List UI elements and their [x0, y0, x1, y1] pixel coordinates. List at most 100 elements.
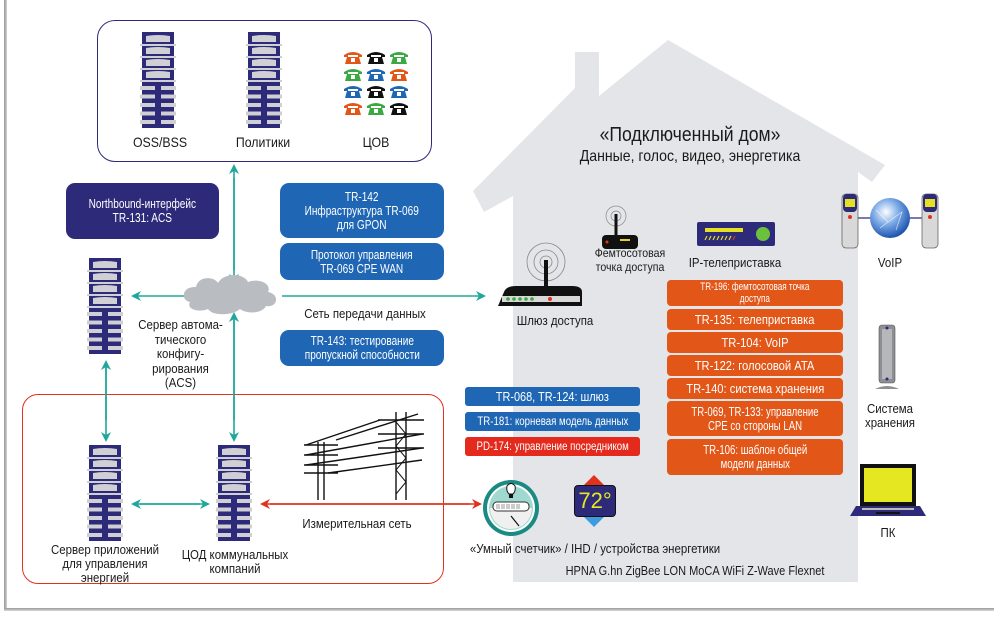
tr122-box: TR-122: голосовой ATA [667, 355, 843, 376]
thermostat-down-arrow [584, 517, 604, 527]
operator-frame [97, 20, 432, 162]
server-rack-icon [216, 445, 252, 541]
tr104-box: TR-104: VoIP [667, 332, 843, 353]
storage-label: Система хранения [850, 402, 929, 430]
voip-label: VoIP [877, 255, 903, 270]
thermostat-up-arrow [584, 475, 604, 485]
tr196-line: доступа [739, 293, 771, 305]
voip-icon [841, 193, 939, 249]
tr142-line: для GPON [337, 216, 387, 232]
storage-icon [875, 324, 899, 389]
pc-label: ПК [880, 525, 896, 540]
server-rack-icon [140, 32, 176, 128]
tr140-label: TR-140: система хранения [685, 380, 825, 396]
cov-label: ЦОВ [362, 134, 390, 150]
server-rack-icon [87, 258, 123, 354]
tr181-label: TR-181: корневая модель данных [477, 415, 628, 428]
tr069-line: CPE со стороны LAN [707, 417, 803, 433]
gateway-label: Шлюз доступа [516, 313, 594, 328]
tr142-line: Инфраструктура TR-069 [304, 202, 420, 218]
storage-line: хранения [864, 415, 916, 430]
pd174-box: PD-174: управление посредником [465, 437, 640, 456]
telephone-icon [344, 52, 362, 64]
tr135-label: TR-135: телеприставка [695, 311, 815, 327]
metering-network-label: Измерительная сеть [302, 516, 412, 531]
thermostat-display: 72° [574, 485, 616, 517]
femtocell-line: точка доступа [595, 260, 665, 274]
tr196-line: TR-196: фемтосотовая точка [700, 281, 810, 293]
access-gateway-icon [498, 242, 582, 306]
northbound-line1: Northbound-интерфейс [88, 196, 197, 211]
energy-server-line: Сервер приложений [51, 542, 159, 557]
house-title: «Подключенный дом» [599, 124, 781, 146]
tr181-box: TR-181: корневая модель данных [465, 412, 640, 431]
ip-stb-icon [697, 222, 775, 246]
acs-line: тического [154, 331, 207, 347]
utility-dc-label: ЦОД коммунальных компаний [178, 548, 292, 576]
thermostat-icon: 72° [570, 475, 620, 535]
tr106-line: модели данных [720, 456, 790, 471]
energy-server-label: Сервер приложений для управления энергие… [48, 543, 162, 585]
telephone-icon [390, 103, 408, 115]
telephones-grid-icon [344, 52, 408, 115]
energy-server-line: для управления [62, 556, 148, 571]
storage-line: Система [866, 401, 914, 416]
tr143-line: пропускной способности [304, 347, 420, 362]
tr143-line: TR-143: тестирование [310, 333, 414, 348]
telephone-icon [367, 103, 385, 115]
femtocell-line: Фемтосотовая [594, 246, 666, 260]
tr068-label: TR-068, TR-124: шлюз [495, 389, 610, 404]
data-network-label: Сеть передачи данных [304, 306, 426, 321]
house-subtitle: Данные, голос, видео, энергетика [579, 148, 801, 165]
cloud-icon [183, 275, 277, 315]
tr135-box: TR-135: телеприставка [667, 309, 843, 330]
telephone-icon [390, 52, 408, 64]
acs-line: рирования [152, 360, 209, 376]
acs-line: конфигу- [156, 346, 205, 361]
cpe-wan-line: Протокол управления [311, 246, 413, 262]
protocols-label: HPNA G.hn ZigBee LON MoCA WiFi Z-Wave Fl… [565, 564, 825, 578]
bottom-shadow-edge [4, 608, 994, 611]
telephone-icon [344, 103, 362, 115]
femtocell-icon [602, 205, 638, 249]
tr068-tr124-box: TR-068, TR-124: шлюз [465, 387, 640, 406]
utility-dc-line: ЦОД коммунальных [181, 547, 289, 562]
smart-meter-icon [483, 480, 539, 536]
tr069-line: TR-069, TR-133: управление [691, 403, 819, 419]
tr142-line: TR-142 [345, 188, 379, 204]
telephone-icon [390, 69, 408, 81]
telephone-icon [344, 69, 362, 81]
telephone-icon [367, 86, 385, 98]
tr104-label: TR-104: VoIP [721, 334, 789, 350]
oss-bss-label: OSS/BSS [132, 134, 188, 150]
telephone-icon [367, 69, 385, 81]
telephone-icon [344, 86, 362, 98]
northbound-line2: TR-131: ACS [112, 210, 173, 225]
femtocell-label: Фемтосотовая точка доступа [586, 246, 674, 274]
server-rack-icon [87, 445, 123, 541]
acs-line: Сервер автома- [138, 317, 223, 332]
utility-frame [22, 394, 444, 584]
ip-stb-label: IP-телеприставка [688, 255, 782, 270]
pc-laptop-icon [850, 464, 926, 516]
power-lines-icon [304, 412, 424, 500]
cpe-wan-line: TR-069 CPE WAN [320, 260, 404, 276]
pd174-label: PD-174: управление посредником [476, 440, 629, 453]
acs-label: Сервер автома- тического конфигу- рирова… [134, 317, 226, 391]
telephone-icon [367, 52, 385, 64]
policies-label: Политики [235, 134, 291, 150]
tr106-line: TR-106: шаблон общей [703, 442, 807, 457]
server-rack-icon [246, 32, 282, 128]
left-shadow-edge [4, 0, 7, 610]
tr122-label: TR-122: голосовой ATA [695, 357, 815, 373]
telephone-icon [390, 86, 408, 98]
tr140-box: TR-140: система хранения [667, 378, 843, 399]
